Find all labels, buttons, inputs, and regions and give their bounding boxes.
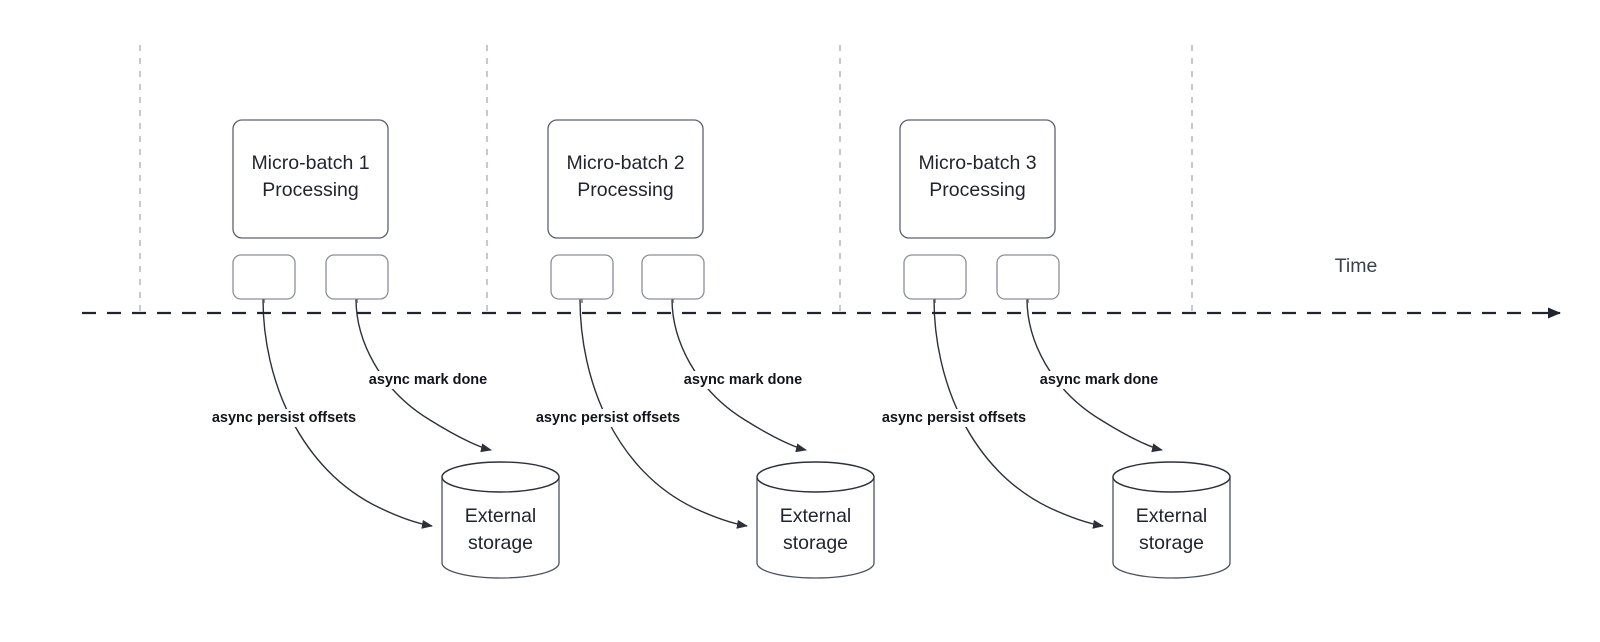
time-axis-group: Time	[82, 255, 1561, 319]
micro-batch-label-line1-3: Micro-batch 3	[918, 152, 1036, 174]
micro-batch-label-line2-1: Processing	[262, 179, 358, 201]
edge-label-persist-3: async persist offsets	[882, 410, 1026, 426]
micro-batch-box-1[interactable]	[232, 119, 389, 239]
edge-label-persist-2: async persist offsets	[536, 410, 680, 426]
flow-edge-markdone-2	[671, 298, 807, 453]
flow-edge-persist-3	[933, 298, 1104, 529]
micro-batch-label-line2-3: Processing	[929, 179, 1025, 201]
external-storage-label-line2-2: storage	[783, 532, 848, 554]
micro-batch-label-line1-1: Micro-batch 1	[251, 152, 369, 174]
mini-task-box-3-2[interactable]	[996, 254, 1060, 300]
mini-task-box-1-2[interactable]	[325, 254, 389, 300]
edge-label-halo-markdone-1	[369, 371, 487, 389]
edge-label-halo-markdone-3	[1040, 371, 1158, 389]
external-storage-label-line2-3: storage	[1139, 532, 1204, 554]
external-storage-label-line1-3: External	[1136, 505, 1208, 527]
mini-task-box-1-1[interactable]	[232, 254, 296, 300]
external-storage-label-line1-2: External	[780, 505, 852, 527]
flow-edge-persist-1	[262, 298, 433, 529]
external-storage-cylinder-top-2	[756, 461, 875, 493]
edge-label-halo-persist-3	[872, 409, 1036, 427]
time-axis-label: Time	[1335, 255, 1378, 277]
flow-edge-markdone-3	[1026, 298, 1163, 453]
edge-label-halo-persist-1	[202, 409, 366, 427]
external-storage-cylinder-body-3[interactable]	[1112, 476, 1231, 579]
micro-batch-box-2[interactable]	[547, 119, 704, 239]
edge-label-halo-markdone-2	[684, 371, 802, 389]
external-storage-cylinder-top-3	[1112, 461, 1231, 493]
divider-lines-group	[139, 45, 1193, 316]
edge-label-markdone-2: async mark done	[684, 372, 802, 388]
edge-label-markdone-3: async mark done	[1040, 372, 1158, 388]
flow-edge-markdone-1	[355, 298, 492, 453]
edge-label-persist-1: async persist offsets	[212, 410, 356, 426]
flow-edges-group	[262, 298, 1163, 529]
external-storage-label-line2-1: storage	[468, 532, 533, 554]
micro-batch-label-line1-2: Micro-batch 2	[566, 152, 684, 174]
edge-label-halo-persist-2	[526, 409, 690, 427]
edge-labels-group: async persist offsets async mark done asyn…	[202, 371, 1158, 427]
external-storage-label-line1-1: External	[465, 505, 537, 527]
external-storage-cylinder-body-2[interactable]	[756, 476, 875, 579]
external-storage-cylinder-body-1[interactable]	[441, 476, 560, 579]
micro-batch-label-line2-2: Processing	[577, 179, 673, 201]
external-storage-cylinder-top-1	[441, 461, 560, 493]
mini-task-box-2-1[interactable]	[550, 254, 614, 300]
flow-edge-persist-2	[579, 298, 748, 529]
edge-label-markdone-1: async mark done	[369, 372, 487, 388]
mini-task-box-2-2[interactable]	[641, 254, 705, 300]
micro-batch-box-3[interactable]	[899, 119, 1056, 239]
mini-task-box-3-1[interactable]	[903, 254, 967, 300]
